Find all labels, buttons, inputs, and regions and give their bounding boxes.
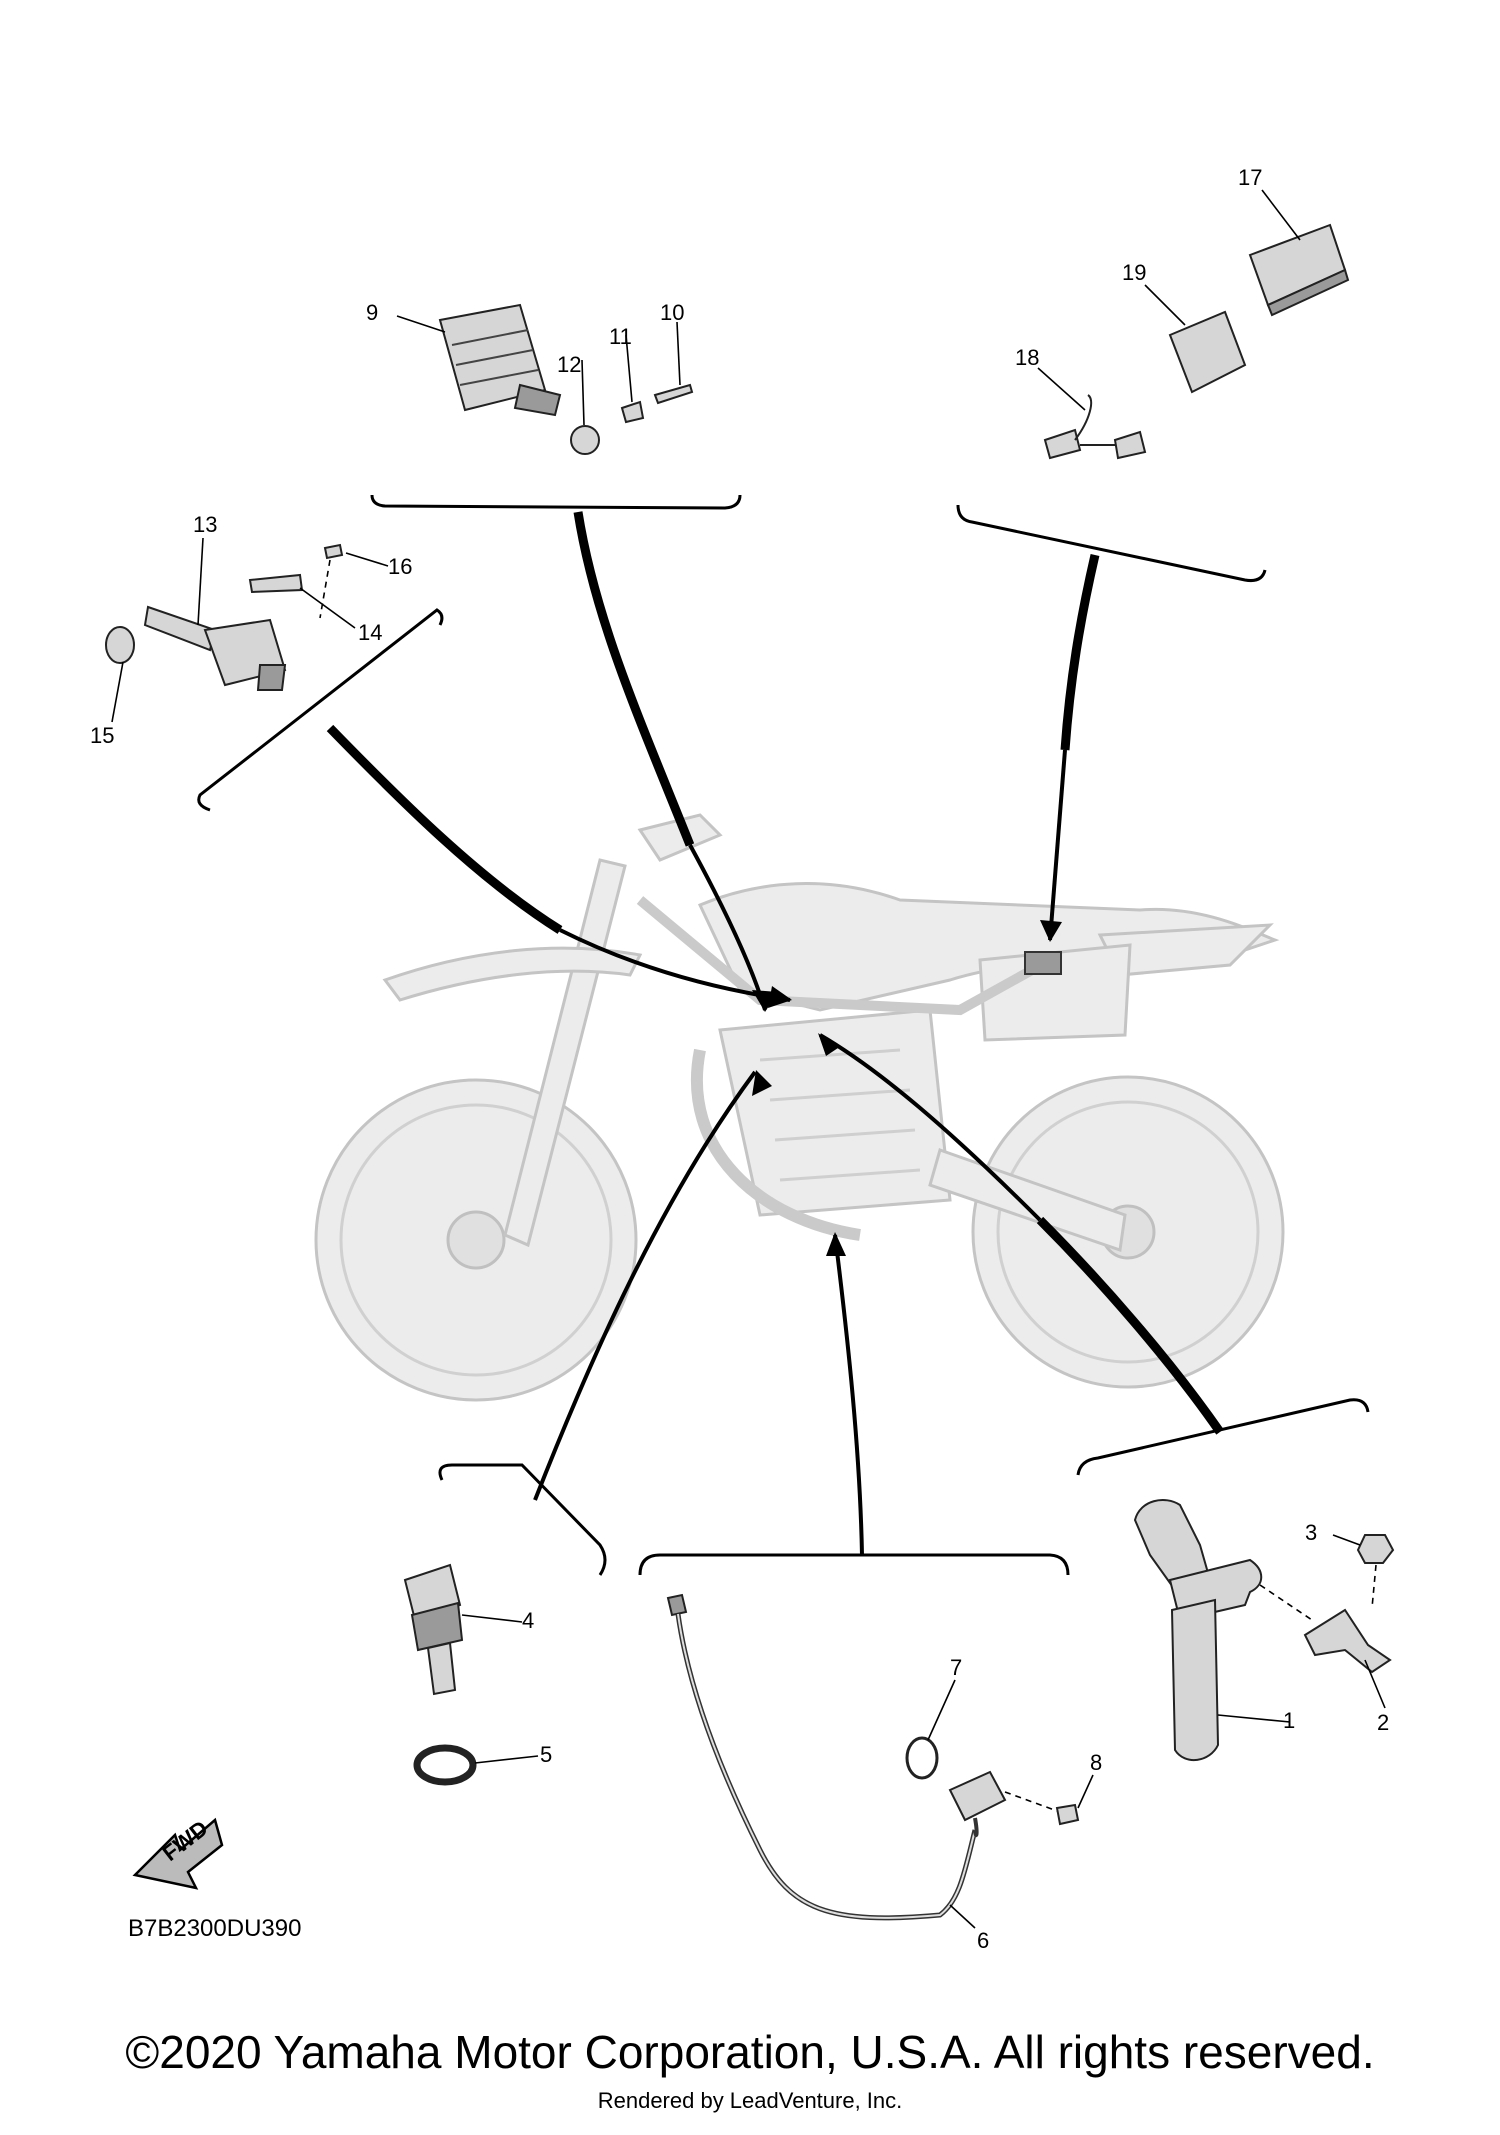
leader-4 xyxy=(461,1614,523,1623)
leader-17 xyxy=(1261,189,1301,241)
callout-numbers: 1 2 3 4 5 6 7 8 9 10 11 12 13 14 15 16 1… xyxy=(90,165,1389,1953)
part-4-temperature-sensor xyxy=(403,1563,464,1696)
part-17-cdi-unit xyxy=(1248,223,1350,317)
callout-11: 11 xyxy=(609,324,632,349)
leader-10 xyxy=(676,321,681,386)
callout-8: 8 xyxy=(1090,1750,1102,1775)
leader-7 xyxy=(927,1679,956,1741)
part-7-o-ring xyxy=(905,1736,939,1780)
part-12-grommet xyxy=(570,425,600,455)
callout-3: 3 xyxy=(1305,1520,1317,1545)
part-6-sensor-body xyxy=(948,1770,1007,1838)
callout-6: 6 xyxy=(977,1928,989,1953)
leader-13 xyxy=(197,537,204,626)
part-3-nut xyxy=(1356,1534,1395,1564)
callout-15: 15 xyxy=(90,723,114,748)
callout-10: 10 xyxy=(660,300,684,325)
callout-4: 4 xyxy=(522,1608,534,1633)
part-15-cap xyxy=(105,626,135,664)
leader-16 xyxy=(345,552,389,567)
part-2-cable-holder xyxy=(1303,1608,1392,1674)
callout-14: 14 xyxy=(358,620,382,645)
callout-16: 16 xyxy=(388,554,412,579)
leader-11 xyxy=(625,334,633,403)
callout-7: 7 xyxy=(950,1655,962,1680)
part-8-bolt xyxy=(1055,1803,1080,1826)
part-1-throttle-grip xyxy=(1133,1499,1263,1761)
leader-15 xyxy=(111,661,124,723)
copyright-notice: ©2020 Yamaha Motor Corporation, U.S.A. A… xyxy=(125,2026,1375,2078)
part-5-washer xyxy=(413,1744,477,1786)
leader-8 xyxy=(1077,1774,1094,1809)
leader-12 xyxy=(581,359,585,426)
dashed-2 xyxy=(1259,1584,1313,1621)
part-19-relay xyxy=(1168,310,1247,394)
part-6-sensor-lead xyxy=(666,1593,978,1921)
callout-9: 9 xyxy=(366,300,378,325)
callout-12: 12 xyxy=(557,352,581,377)
callout-19: 19 xyxy=(1122,260,1146,285)
leader-2 xyxy=(1364,1659,1386,1709)
dashed-3 xyxy=(1371,1564,1377,1609)
callout-2: 2 xyxy=(1377,1710,1389,1735)
callout-1: 1 xyxy=(1283,1708,1295,1733)
callout-18: 18 xyxy=(1015,345,1039,370)
rendered-by-notice: Rendered by LeadVenture, Inc. xyxy=(597,2088,903,2113)
callout-13: 13 xyxy=(193,512,217,537)
fwd-arrow-icon: FWD xyxy=(132,1815,224,1890)
part-18-sensor xyxy=(1043,394,1147,460)
leader-5 xyxy=(474,1755,539,1764)
leader-9 xyxy=(396,315,446,333)
part-14-bracket xyxy=(248,573,304,594)
leader-6 xyxy=(949,1904,976,1929)
part-10-bolt xyxy=(653,383,694,405)
leader-3 xyxy=(1332,1534,1361,1546)
callout-5: 5 xyxy=(540,1742,552,1767)
part-9-ecu xyxy=(438,303,562,417)
dashed-8 xyxy=(1004,1791,1061,1813)
part-13-ignition-coil xyxy=(143,605,287,691)
part-16-bolt xyxy=(319,543,344,619)
part-11-collar xyxy=(620,400,645,424)
leader-19 xyxy=(1144,284,1186,326)
bracket-lines xyxy=(197,494,1370,1576)
leader-1 xyxy=(1217,1714,1291,1723)
diagram-code: B7B2300DU390 xyxy=(128,1915,302,1942)
motorcycle-illustration xyxy=(314,813,1285,1402)
callout-17: 17 xyxy=(1238,165,1262,190)
pointer-lines xyxy=(326,511,1224,1556)
leader-14 xyxy=(299,587,356,629)
leader-18 xyxy=(1037,367,1086,411)
